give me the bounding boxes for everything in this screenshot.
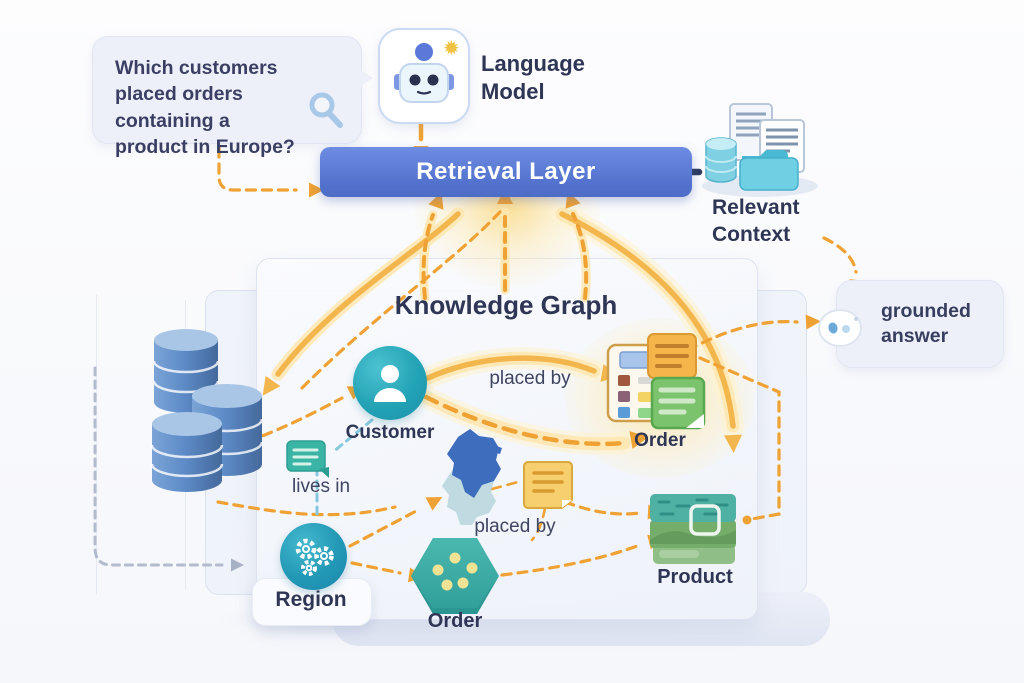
- order-hex-node-label: Order: [427, 610, 483, 632]
- region-node-label: Region: [275, 588, 347, 611]
- order-documents-icon: [606, 333, 706, 430]
- retrieval-layer-banner: Retrieval Layer: [320, 147, 692, 197]
- language-model-box: [378, 28, 470, 124]
- hexagon-dots-icon: [411, 538, 499, 614]
- chat-note-icon: [286, 440, 329, 478]
- question-text: Which customers placed orders containing…: [115, 57, 295, 158]
- product-layers-icon: [650, 494, 736, 564]
- language-model-label: Language Model: [481, 51, 585, 104]
- customer-node: [353, 346, 427, 420]
- mini-robot-face-icon: [818, 309, 862, 347]
- database-cylinders-icon: [150, 329, 264, 492]
- robot-icon: [394, 43, 454, 103]
- grounded-answer-label: grounded answer: [881, 300, 971, 348]
- question-bubble: Which customers placed orders containing…: [92, 36, 373, 158]
- magnifier-icon: [309, 92, 343, 128]
- sticky-note-icon: [523, 461, 573, 509]
- europe-map-icon: [442, 429, 502, 525]
- edge-label-lives-in: lives in: [292, 476, 351, 497]
- knowledge-graph-title: Knowledge Graph: [394, 290, 618, 320]
- background-line: [96, 295, 97, 595]
- order-card-node-label: Order: [634, 430, 686, 451]
- product-node-label: Product: [657, 566, 733, 588]
- sparkle-icon: ✹: [443, 38, 460, 60]
- database-icon: [150, 412, 224, 492]
- documents-folder-icon: [702, 103, 818, 197]
- retrieval-layer-label: Retrieval Layer: [416, 158, 596, 185]
- retrieval-funnel-glow: [415, 192, 600, 287]
- person-icon: [374, 365, 406, 402]
- region-node: [280, 523, 347, 590]
- edge-label-placed-by-top: placed by: [489, 368, 571, 389]
- gears-icon: [295, 538, 334, 576]
- relevant-context-label: Relevant Context: [712, 196, 800, 247]
- bubble-tail: [359, 69, 373, 87]
